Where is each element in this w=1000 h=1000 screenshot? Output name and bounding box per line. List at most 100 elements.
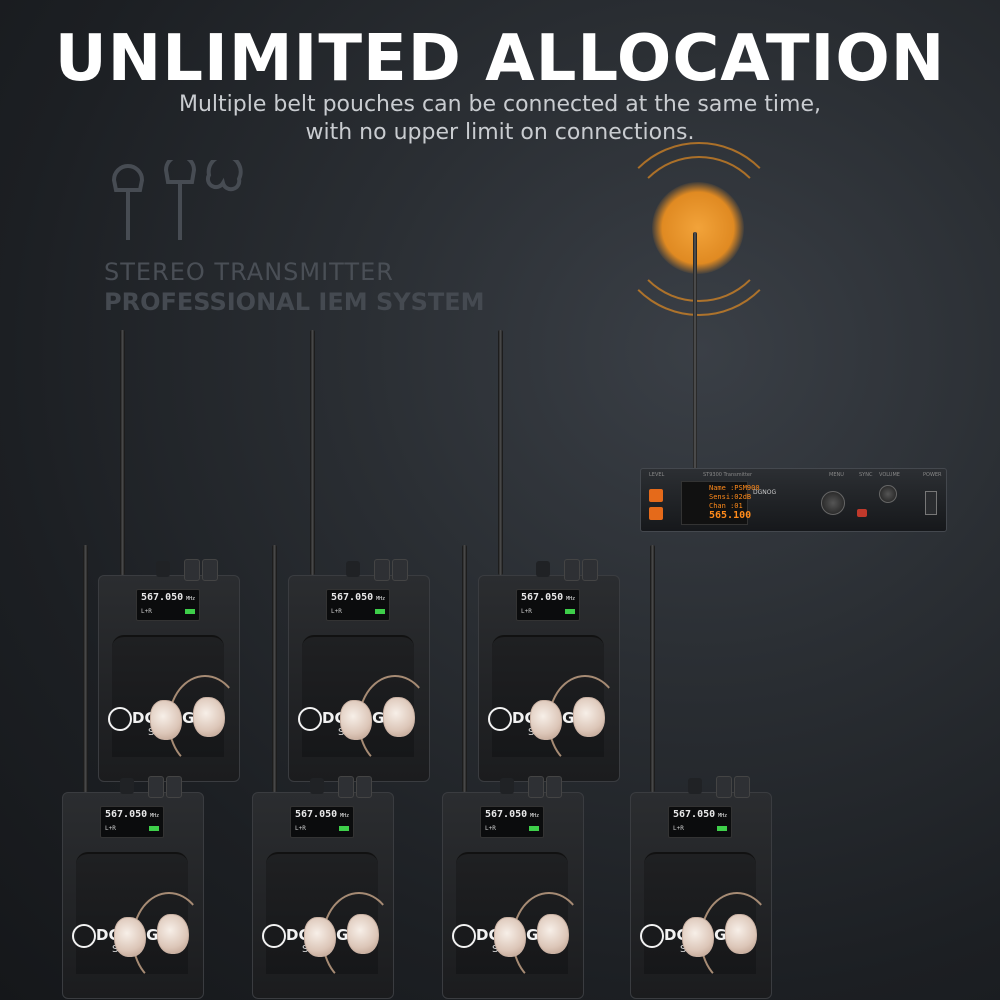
battery-icon xyxy=(565,609,575,614)
receiver-bodypack: 567.050 MHz L+R DGNOG SM xyxy=(62,776,206,999)
receiver-display: 567.050 MHz L+R xyxy=(290,806,354,838)
receiver-jack xyxy=(310,778,324,794)
page-title: UNLIMITED ALLOCATION xyxy=(54,22,946,96)
display-frequency: 565.100 xyxy=(709,510,752,521)
transmitter-unit: LEVEL ST9300 Transmitter Name :PSM900 Se… xyxy=(640,468,947,532)
model-label: ST9300 Transmitter xyxy=(703,472,753,478)
earphone-icon xyxy=(114,917,146,957)
level-label: LEVEL xyxy=(649,472,665,478)
receiver-volume-knob[interactable] xyxy=(374,559,390,581)
receiver-antenna xyxy=(272,545,277,792)
earphone-icon xyxy=(340,700,372,740)
power-label: POWER xyxy=(923,472,942,478)
receiver-antenna xyxy=(462,545,467,792)
receiver-frequency: 567.050 MHz xyxy=(141,592,196,603)
bg-label-professional-iem: PROFESSIONAL IEM SYSTEM xyxy=(104,288,485,316)
receiver-status: L+R xyxy=(105,825,116,832)
receiver-bodypack: 567.050 MHz L+R DGNOG SM xyxy=(630,776,774,999)
receiver-volume-knob[interactable] xyxy=(528,776,544,798)
brand-logo-icon xyxy=(262,924,286,948)
battery-icon xyxy=(339,826,349,831)
display-name: Name :PSM900 xyxy=(709,484,760,492)
receiver-bodypack: 567.050 MHz L+R DGNOG SM xyxy=(442,776,586,999)
receiver-power-knob[interactable] xyxy=(356,776,372,798)
earphone-icon xyxy=(725,914,757,954)
receiver-power-knob[interactable] xyxy=(546,776,562,798)
receiver-display: 567.050 MHz L+R xyxy=(516,589,580,621)
power-switch[interactable] xyxy=(925,491,937,515)
receiver-status: L+R xyxy=(521,608,532,615)
battery-icon xyxy=(375,609,385,614)
receiver-jack xyxy=(688,778,702,794)
bg-label-stereo-transmitter: STEREO TRANSMITTER xyxy=(104,258,394,286)
brand-logo-icon xyxy=(108,707,132,731)
earphone-icon xyxy=(304,917,336,957)
receiver-power-knob[interactable] xyxy=(582,559,598,581)
receiver-jack xyxy=(120,778,134,794)
brand-logo-icon xyxy=(452,924,476,948)
earphone-icon xyxy=(193,697,225,737)
brand-logo-icon xyxy=(298,707,322,731)
menu-knob[interactable] xyxy=(821,491,845,515)
battery-icon xyxy=(149,826,159,831)
earphone-icon xyxy=(347,914,379,954)
receiver-frequency: 567.050 MHz xyxy=(295,809,350,820)
receiver-volume-knob[interactable] xyxy=(184,559,200,581)
receiver-antenna xyxy=(310,330,315,575)
earphone-icon xyxy=(537,914,569,954)
receiver-display: 567.050 MHz L+R xyxy=(136,589,200,621)
receiver-bodypack: 567.050 MHz L+R DGNOG SM xyxy=(478,559,622,782)
earphone-icon xyxy=(157,914,189,954)
receiver-antenna xyxy=(498,330,503,575)
earphone-icon xyxy=(573,697,605,737)
receiver-display: 567.050 MHz L+R xyxy=(100,806,164,838)
earphone-icon xyxy=(494,917,526,957)
menu-label: MENU xyxy=(829,472,844,478)
level-up-button[interactable] xyxy=(649,489,663,502)
transmitter-antenna xyxy=(693,232,697,470)
receiver-volume-knob[interactable] xyxy=(716,776,732,798)
receiver-status: L+R xyxy=(673,825,684,832)
receiver-bodypack: 567.050 MHz L+R DGNOG SM xyxy=(288,559,432,782)
display-chan: Chan :01 xyxy=(709,502,743,510)
receiver-frequency: 567.050 MHz xyxy=(485,809,540,820)
sync-button[interactable] xyxy=(857,509,867,517)
brand-logo-icon xyxy=(72,924,96,948)
receiver-jack xyxy=(536,561,550,577)
receiver-power-knob[interactable] xyxy=(166,776,182,798)
receiver-antenna xyxy=(83,545,88,792)
earphone-icon xyxy=(682,917,714,957)
battery-icon xyxy=(185,609,195,614)
earphone-icon xyxy=(150,700,182,740)
volume-knob[interactable] xyxy=(879,485,897,503)
earbuds-icon xyxy=(111,160,243,240)
receiver-volume-knob[interactable] xyxy=(338,776,354,798)
receiver-frequency: 567.050 MHz xyxy=(521,592,576,603)
transmitter-display: Name :PSM900 Sensi:02dB Chan :01 565.100 xyxy=(681,481,760,525)
receiver-jack xyxy=(346,561,360,577)
subtitle-line-1: Multiple belt pouches can be connected a… xyxy=(178,92,821,117)
brand-logo-icon xyxy=(640,924,664,948)
earphone-icon xyxy=(530,700,562,740)
receiver-volume-knob[interactable] xyxy=(564,559,580,581)
signal-wave-icon xyxy=(612,142,786,316)
receiver-power-knob[interactable] xyxy=(392,559,408,581)
level-down-button[interactable] xyxy=(649,507,663,520)
brand-logo-icon xyxy=(488,707,512,731)
receiver-antenna xyxy=(650,545,655,792)
receiver-power-knob[interactable] xyxy=(202,559,218,581)
receiver-power-knob[interactable] xyxy=(734,776,750,798)
subtitle-line-2: with no upper limit on connections. xyxy=(305,120,695,145)
receiver-display: 567.050 MHz L+R xyxy=(480,806,544,838)
receiver-volume-knob[interactable] xyxy=(148,776,164,798)
receiver-frequency: 567.050 MHz xyxy=(331,592,386,603)
receiver-jack xyxy=(156,561,170,577)
sync-label: SYNC xyxy=(859,472,873,478)
receiver-status: L+R xyxy=(141,608,152,615)
battery-icon xyxy=(717,826,727,831)
receiver-antenna xyxy=(120,330,125,575)
receiver-status: L+R xyxy=(485,825,496,832)
display-sens: Sensi:02dB xyxy=(709,493,752,501)
receiver-bodypack: 567.050 MHz L+R DGNOG SM xyxy=(98,559,242,782)
